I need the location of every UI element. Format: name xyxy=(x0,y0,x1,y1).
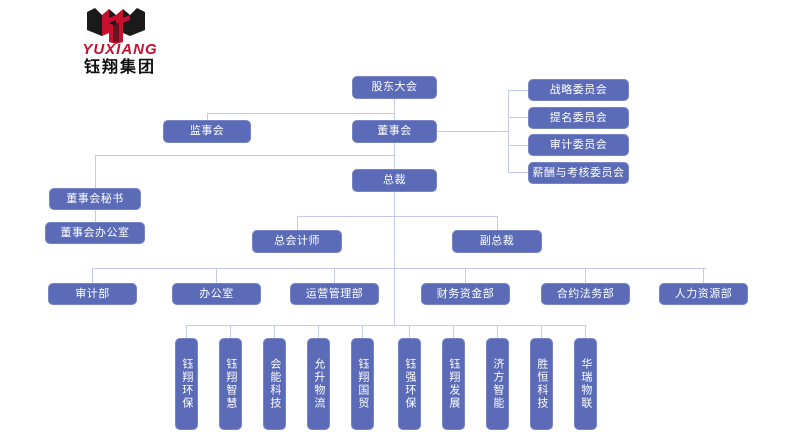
node-board-of-directors[interactable]: 董事会 xyxy=(352,120,437,143)
node-committee-nomination[interactable]: 提名委员会 xyxy=(528,107,629,129)
connector-shareholders-to-board xyxy=(394,98,395,120)
connector-subsidiary-drop-3 xyxy=(274,325,275,338)
node-committee-audit[interactable]: 审计委员会 xyxy=(528,134,629,156)
connector-subsidiary-drop-9 xyxy=(541,325,542,338)
node-department-operations[interactable]: 运营管理部 xyxy=(290,283,379,305)
node-subsidiary-shengheng-keji[interactable]: 胜恒科技 xyxy=(530,338,553,430)
node-board-of-supervisors[interactable]: 监事会 xyxy=(163,120,251,143)
node-subsidiary-huineng-keji[interactable]: 会能科技 xyxy=(263,338,286,430)
connector-executives-bus xyxy=(297,216,497,217)
connector-supervisors-drop xyxy=(207,113,208,122)
connector-board-to-president xyxy=(394,142,395,169)
node-department-legal[interactable]: 合约法务部 xyxy=(541,283,630,305)
connector-subsidiary-drop-2 xyxy=(230,325,231,338)
connector-department-drop-1 xyxy=(92,268,93,283)
connector-vice-president-drop xyxy=(497,216,498,230)
connector-committee-4 xyxy=(508,172,528,173)
connector-subsidiary-drop-1 xyxy=(186,325,187,338)
connector-committee-bus xyxy=(508,90,509,172)
connector-department-drop-4 xyxy=(465,268,466,283)
node-subsidiary-yuxiang-zhihui[interactable]: 钰翔智慧 xyxy=(219,338,242,430)
node-shareholders-meeting[interactable]: 股东大会 xyxy=(352,76,437,99)
connector-committee-2 xyxy=(508,117,528,118)
node-subsidiary-yuqiang-huanbao[interactable]: 钰强环保 xyxy=(398,338,421,430)
connector-committee-3 xyxy=(508,145,528,146)
connector-subsidiary-drop-4 xyxy=(318,325,319,338)
node-chief-accountant[interactable]: 总会计师 xyxy=(252,230,342,253)
yuxiang-crown-logo-icon xyxy=(87,8,145,44)
connector-department-bus xyxy=(92,268,706,269)
node-subsidiary-huarui-wulian[interactable]: 华瑞物联 xyxy=(574,338,597,430)
connector-subsidiary-bus xyxy=(186,325,586,326)
node-subsidiary-yuxiang-huanbao[interactable]: 钰翔环保 xyxy=(175,338,198,430)
node-president[interactable]: 总裁 xyxy=(352,169,437,192)
node-subsidiary-yuxiang-fazhan[interactable]: 钰翔发展 xyxy=(442,338,465,430)
connector-secretary-horizontal xyxy=(95,155,394,156)
connector-department-drop-2 xyxy=(216,268,217,283)
connector-department-drop-3 xyxy=(334,268,335,283)
node-board-secretary[interactable]: 董事会秘书 xyxy=(49,188,141,210)
logo-latin-name: YUXIANG xyxy=(82,41,158,58)
node-subsidiary-yuxiang-guomao[interactable]: 钰翔国贸 xyxy=(351,338,374,430)
node-department-audit[interactable]: 审计部 xyxy=(48,283,137,305)
connector-subsidiary-drop-5 xyxy=(362,325,363,338)
node-department-finance[interactable]: 财务资金部 xyxy=(421,283,510,305)
connector-board-to-committees xyxy=(436,131,508,132)
node-committee-strategy[interactable]: 战略委员会 xyxy=(528,79,629,101)
connector-subsidiary-drop-10 xyxy=(585,325,586,338)
connector-chief-accountant-drop xyxy=(297,216,298,230)
connector-subsidiary-drop-6 xyxy=(409,325,410,338)
connector-secretary-drop xyxy=(95,155,96,188)
node-vice-president[interactable]: 副总裁 xyxy=(452,230,542,253)
logo-chinese-name: 钰翔集团 xyxy=(83,59,156,76)
node-subsidiary-yunsheng-wuliu[interactable]: 允升物流 xyxy=(307,338,330,430)
node-board-office[interactable]: 董事会办公室 xyxy=(45,222,145,244)
connector-committee-1 xyxy=(508,90,528,91)
connector-subsidiary-drop-8 xyxy=(497,325,498,338)
connector-president-spine xyxy=(394,192,395,325)
connector-department-drop-5 xyxy=(585,268,586,283)
company-logo: YUXIANG 钰翔集团 xyxy=(40,4,190,76)
connector-supervisors-horizontal xyxy=(207,113,394,114)
node-department-hr[interactable]: 人力资源部 xyxy=(659,283,748,305)
connector-department-drop-6 xyxy=(703,268,704,283)
node-subsidiary-jifang-zhineng[interactable]: 济方智能 xyxy=(486,338,509,430)
connector-subsidiary-drop-7 xyxy=(453,325,454,338)
node-department-office[interactable]: 办公室 xyxy=(172,283,261,305)
node-committee-remuneration[interactable]: 薪酬与考核委员会 xyxy=(528,162,629,184)
connector-secretary-to-office xyxy=(95,210,96,222)
